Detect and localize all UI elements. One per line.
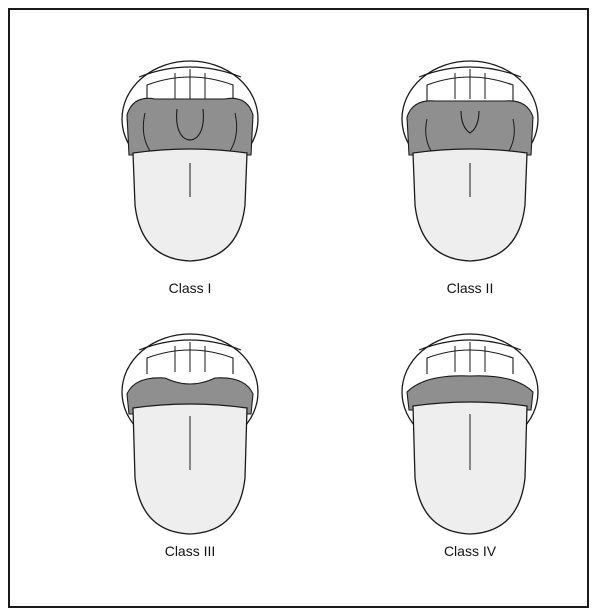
mouth-illustration xyxy=(385,55,555,275)
class-label: Class III xyxy=(105,543,275,559)
figure-frame: Class I Class II xyxy=(8,8,589,608)
mouth-illustration xyxy=(105,328,275,548)
panel-class-4: Class IV xyxy=(385,328,601,598)
mouth-illustration xyxy=(105,55,275,275)
panel-class-1: Class I xyxy=(105,55,365,325)
class-label: Class IV xyxy=(385,543,555,559)
class-label: Class I xyxy=(105,280,275,296)
class-label: Class II xyxy=(385,280,555,296)
mouth-illustration xyxy=(385,328,555,548)
panel-class-3: Class III xyxy=(105,328,365,598)
panel-class-2: Class II xyxy=(385,55,601,325)
